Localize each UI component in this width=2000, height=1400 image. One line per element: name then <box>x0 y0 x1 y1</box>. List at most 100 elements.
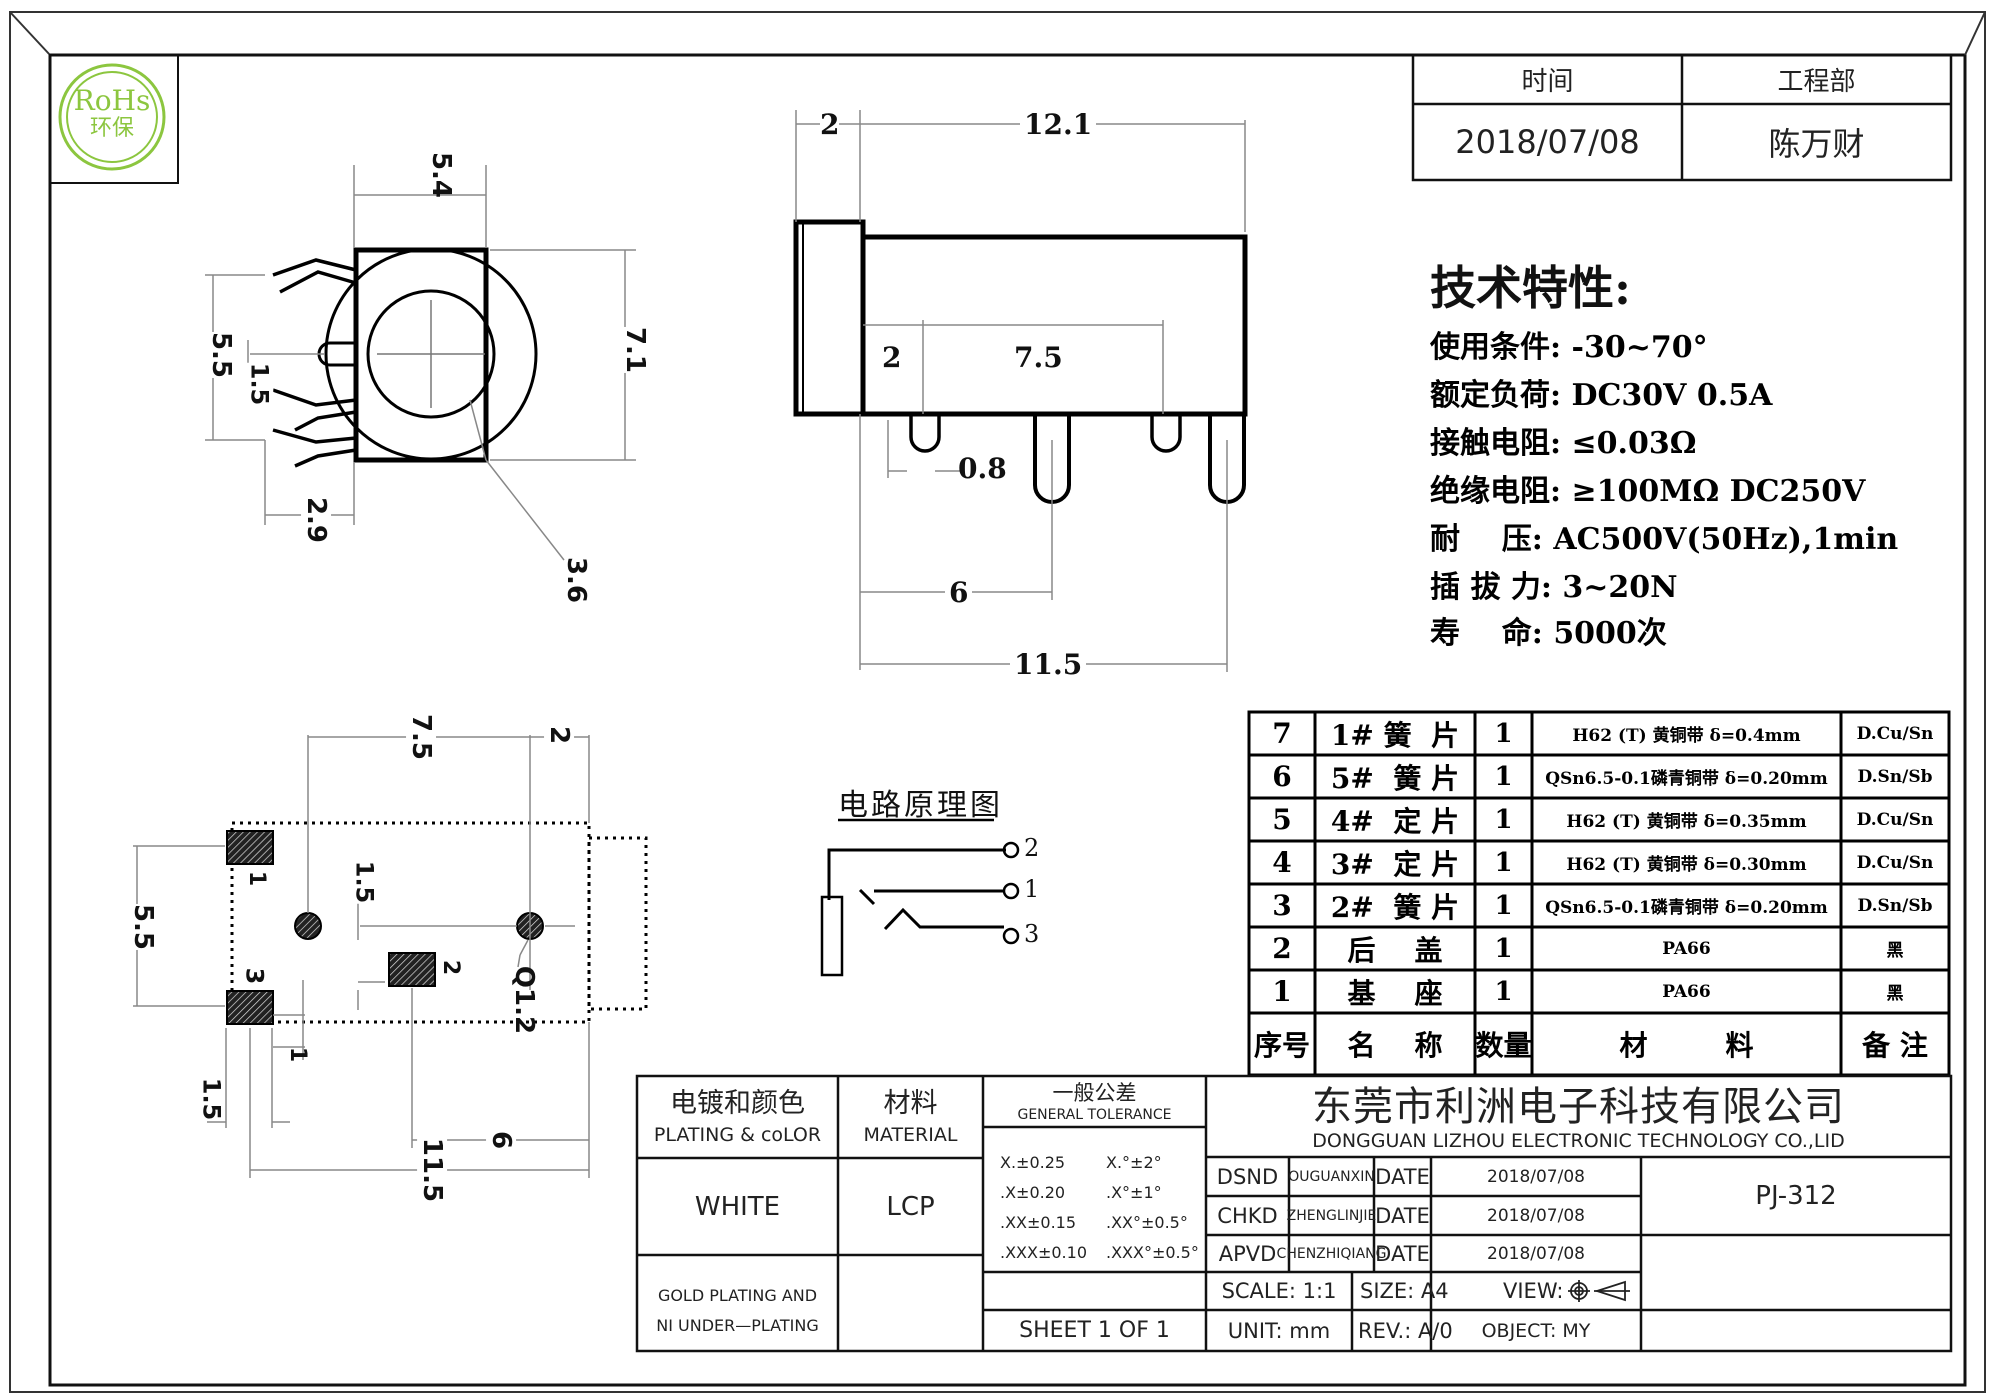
hole-left <box>294 912 322 940</box>
material-value: LCP <box>886 1191 935 1222</box>
bom-cell-material: H62 (T) 黄铜带 δ=0.35mm <box>1566 812 1807 832</box>
bom-cell-qty: 1 <box>1494 976 1513 1007</box>
terminal-1 <box>1002 882 1020 900</box>
dim-front-height: 7.1 <box>620 326 651 374</box>
bom-cell-no: 4 <box>1272 846 1292 879</box>
dim-side-pin-width: 0.8 <box>958 452 1007 485</box>
footprint-nose <box>587 836 648 1011</box>
specs-title: 技术特性: <box>1430 261 1631 315</box>
bom-cell-note: D.Cu/Sn <box>1856 723 1934 744</box>
pad-2 <box>388 952 436 987</box>
circuit-line-3 <box>883 907 1004 931</box>
spec-value: DC30V 0.5A <box>1571 378 1773 413</box>
front-view <box>205 165 636 561</box>
bom-cell-name: 1# 簧 片 <box>1330 718 1460 752</box>
spec-label: 接触电阻: <box>1430 426 1562 461</box>
rohs-badge: RoHs 环保 <box>62 86 162 142</box>
material-en-label: MATERIAL <box>863 1124 958 1146</box>
spec-label: 额定负荷: <box>1430 378 1562 413</box>
tolerance-item: .X±0.20 <box>1000 1182 1066 1202</box>
view-label: VIEW: <box>1503 1279 1564 1303</box>
spec-value: AC500V(50Hz),1min <box>1553 522 1899 557</box>
dim-bottom-pad2-offset: 6 <box>486 1130 517 1150</box>
rohs-outer-ring <box>58 63 166 171</box>
bom-cell-material: QSn6.5-0.1磷青铜带 δ=0.20mm <box>1545 898 1828 918</box>
size-label: SIZE: A4 <box>1360 1279 1449 1303</box>
signoff-date: 2018/07/08 <box>1487 1243 1585 1264</box>
spec-value: 5000次 <box>1553 616 1667 651</box>
bom-cell-note: D.Cu/Sn <box>1856 852 1934 873</box>
scale-label: SCALE: 1:1 <box>1221 1279 1337 1303</box>
object-label: OBJECT: MY <box>1481 1319 1591 1342</box>
front-view-pin-3 <box>272 388 357 432</box>
pad-label-1: 1 <box>244 870 270 887</box>
plating-note-1: GOLD PLATING AND <box>657 1285 818 1305</box>
approval-engineer: 陈万财 <box>1768 125 1865 163</box>
dim-bottom-hole-offset: 1.5 <box>350 860 379 904</box>
dim-bottom-left-offset: 1.5 <box>197 1077 226 1121</box>
terminal-label-1: 1 <box>1024 875 1040 903</box>
bom-cell-qty: 1 <box>1494 761 1513 792</box>
spec-rated-load: 额定负荷: DC30V 0.5A <box>1430 370 1772 414</box>
bom-cell-no: 5 <box>1272 803 1292 836</box>
dim-side-first-pin: 2 <box>882 341 902 374</box>
bom-cell-note: D.Cu/Sn <box>1856 809 1934 830</box>
sheet-outer-border <box>9 11 1986 1393</box>
tolerance-item: .X°±1° <box>1106 1182 1162 1202</box>
front-view-pin-2 <box>317 341 358 367</box>
bom-cell-note: D.Sn/Sb <box>1857 895 1933 916</box>
color-value: WHITE <box>694 1191 781 1222</box>
dim-front-pin-length: 2.9 <box>301 496 332 544</box>
signoff-date: 2018/07/08 <box>1487 1205 1585 1226</box>
dim-bottom-pad3-height: 3 <box>240 967 269 985</box>
dim-front-hole-dia: 3.6 <box>561 556 592 604</box>
dim-bottom-pad-gap: 1 <box>285 1046 311 1063</box>
approval-box-lines <box>1411 53 1953 182</box>
side-view-pin-c <box>1150 416 1182 453</box>
projection-symbol-icon <box>1568 1280 1630 1302</box>
front-view-pin-4 <box>272 428 357 468</box>
approval-header-dept: 工程部 <box>1777 67 1856 97</box>
side-view-flange <box>793 219 866 417</box>
approval-date: 2018/07/08 <box>1455 123 1640 161</box>
spec-insulation-resistance: 绝缘电阻: ≥100MΩ DC250V <box>1430 466 1865 510</box>
bom-cell-no: 7 <box>1272 717 1292 750</box>
front-view-body <box>353 247 489 463</box>
bom-cell-qty: 1 <box>1494 847 1513 878</box>
dim-bottom-top-offset: 2 <box>544 725 575 745</box>
circuit-diagram <box>820 818 1020 977</box>
terminal-label-3: 3 <box>1024 920 1040 948</box>
bom-cell-material: QSn6.5-0.1磷青铜带 δ=0.20mm <box>1545 769 1828 789</box>
terminal-3 <box>1002 927 1020 945</box>
rohs-eco-label: 环保 <box>89 116 134 141</box>
dim-bottom-hole-label: Q1.2 <box>509 965 540 1035</box>
bom-cell-qty: 1 <box>1494 933 1513 964</box>
dim-side-flange: 2 <box>820 108 840 141</box>
spec-lifespan: 寿 命: 5000次 <box>1430 608 1667 652</box>
dim-front-pin-span: 5.5 <box>206 331 237 379</box>
title-block-lines <box>635 1074 1953 1353</box>
bom-cell-name: 3# 定 片 <box>1330 847 1460 881</box>
bom-cell-note: D.Sn/Sb <box>1857 766 1933 787</box>
pad-1 <box>226 830 274 865</box>
signoff-role: CHKD <box>1217 1203 1278 1228</box>
bom-cell-name: 5# 簧 片 <box>1330 761 1460 795</box>
bom-cell-material: H62 (T) 黄铜带 δ=0.4mm <box>1572 726 1801 746</box>
spec-label: 耐 压: <box>1430 522 1543 557</box>
tolerance-en-label: GENERAL TOLERANCE <box>1017 1107 1172 1123</box>
terminal-2 <box>1002 841 1020 859</box>
bom-cell-name: 4# 定 片 <box>1330 804 1460 838</box>
tolerance-item: .XX°±0.5° <box>1106 1212 1188 1232</box>
tolerance-cn-label: 一般公差 <box>1052 1081 1137 1105</box>
signoff-name: CHENZHIQIANG <box>1276 1245 1387 1262</box>
bom-cell-name: 基 座 <box>1347 976 1443 1010</box>
company-name-cn: 东莞市利洲电子科技有限公司 <box>1312 1084 1845 1130</box>
side-view-pin-a <box>909 416 941 453</box>
bom-header-note: 备 注 <box>1862 1029 1928 1062</box>
spec-value: ≥100MΩ DC250V <box>1571 474 1866 509</box>
spec-label: 插 拔 力: <box>1430 570 1552 605</box>
dim-front-width: 5.4 <box>426 151 457 199</box>
pad-3 <box>226 990 274 1025</box>
rohs-box <box>49 54 179 184</box>
circuit-line-2 <box>827 848 1006 900</box>
